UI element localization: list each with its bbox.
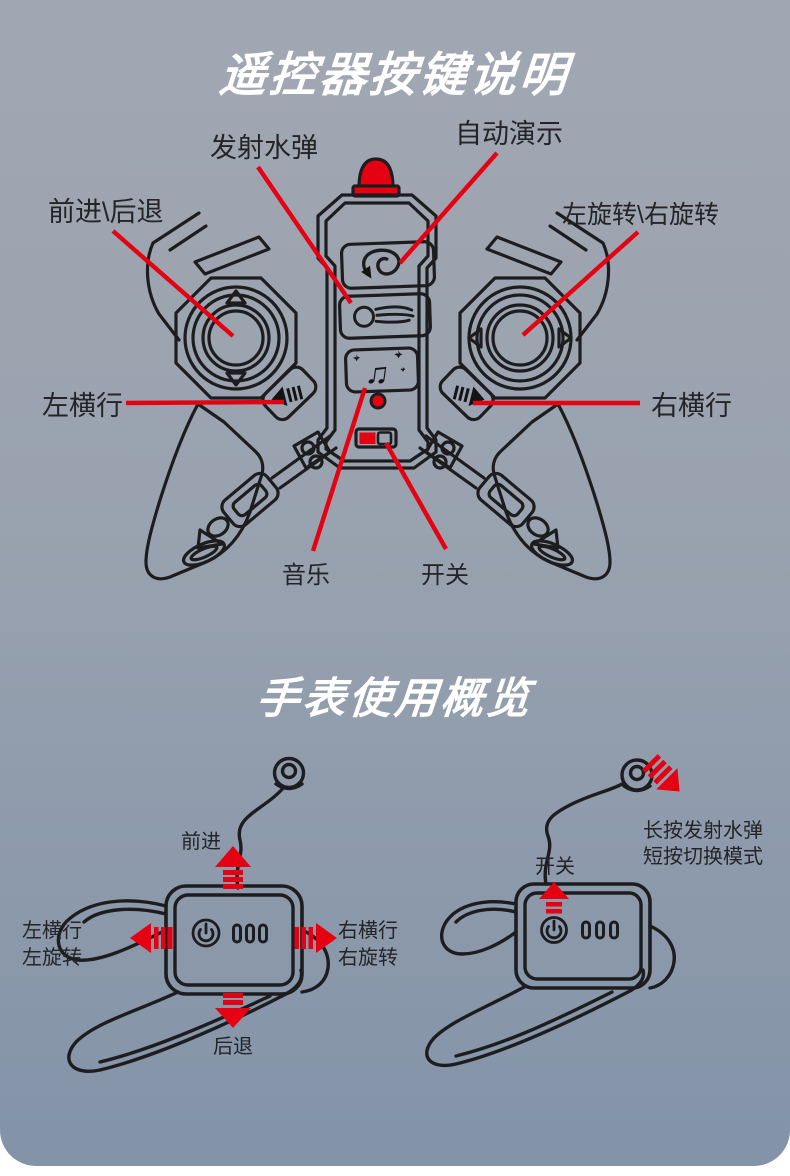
launch-water-bomb-button	[338, 292, 432, 340]
label-music: 音乐	[282, 562, 330, 589]
label-watch-power: 开关	[535, 856, 575, 878]
right-stick-left-right-triangles	[467, 327, 573, 349]
music-button: ♫	[343, 346, 421, 394]
label-forward-backward: 前进\后退	[48, 197, 164, 227]
callout-left-right-rotate	[521, 230, 640, 337]
power-switch	[354, 427, 398, 449]
callout-launch-water-bomb	[256, 165, 353, 305]
label-left-strafe: 左横行	[42, 391, 123, 421]
callout-lines	[111, 151, 640, 552]
callout-music	[310, 387, 368, 552]
watch-led-indicators	[581, 920, 619, 940]
water-bomb-icon	[353, 305, 415, 328]
watch-led-indicators	[232, 923, 268, 944]
music-notes-icon: ♫	[353, 350, 406, 392]
label-power-switch: 开关	[421, 562, 469, 589]
section-title-watch: 手表使用概览	[254, 675, 535, 723]
label-watch-right-rotate: 右旋转	[338, 947, 398, 969]
label-watch-tip-line1: 长按发射水弹	[643, 820, 763, 842]
label-watch-tip-line2: 短按切换模式	[643, 846, 763, 868]
status-led	[369, 392, 387, 410]
label-launch-water-bomb: 发射水弹	[210, 133, 318, 163]
callout-auto-demo	[398, 151, 499, 265]
signal-dome-light	[351, 157, 401, 198]
section-title-controller: 遥控器按键说明	[217, 48, 572, 101]
svg-text:♫: ♫	[363, 353, 392, 392]
loop-arrow-icon	[361, 248, 401, 279]
label-right-strafe: 右横行	[651, 391, 732, 421]
watch-right-illustration	[425, 754, 680, 1067]
power-arrow-icon	[539, 882, 569, 914]
label-watch-left-strafe: 左横行	[22, 920, 82, 942]
callout-power-switch	[384, 441, 448, 551]
forward-arrow-icon	[215, 846, 251, 889]
left-stick-up-down-triangles	[225, 289, 247, 387]
left-strafe-arrow-icon	[130, 923, 173, 953]
callout-forward-backward	[111, 229, 235, 338]
antenna-knob	[272, 756, 306, 791]
watch-power-button-icon	[191, 918, 221, 948]
label-watch-left-rotate: 左旋转	[22, 947, 82, 969]
right-strafe-arrow-icon	[294, 923, 337, 953]
label-watch-right-strafe: 右横行	[338, 920, 398, 942]
launch-trigger-arrow-icon	[642, 754, 680, 792]
antenna-wire	[543, 782, 624, 886]
callout-left-strafe	[125, 399, 285, 406]
controller-side-chassis	[144, 211, 338, 581]
watch-power-button-icon	[540, 916, 568, 944]
controller-illustration: ♫	[111, 151, 640, 581]
label-left-right-rotate: 左旋转\右旋转	[562, 201, 719, 229]
label-auto-demo: 自动演示	[455, 119, 563, 149]
label-watch-forward: 前进	[181, 831, 221, 853]
antenna-wire	[235, 785, 286, 890]
center-pod	[316, 193, 438, 470]
watch-left-illustration	[56, 756, 337, 1073]
label-watch-backward: 后退	[213, 1036, 253, 1058]
backward-arrow-icon	[215, 993, 251, 1028]
auto-demo-button	[339, 240, 437, 290]
